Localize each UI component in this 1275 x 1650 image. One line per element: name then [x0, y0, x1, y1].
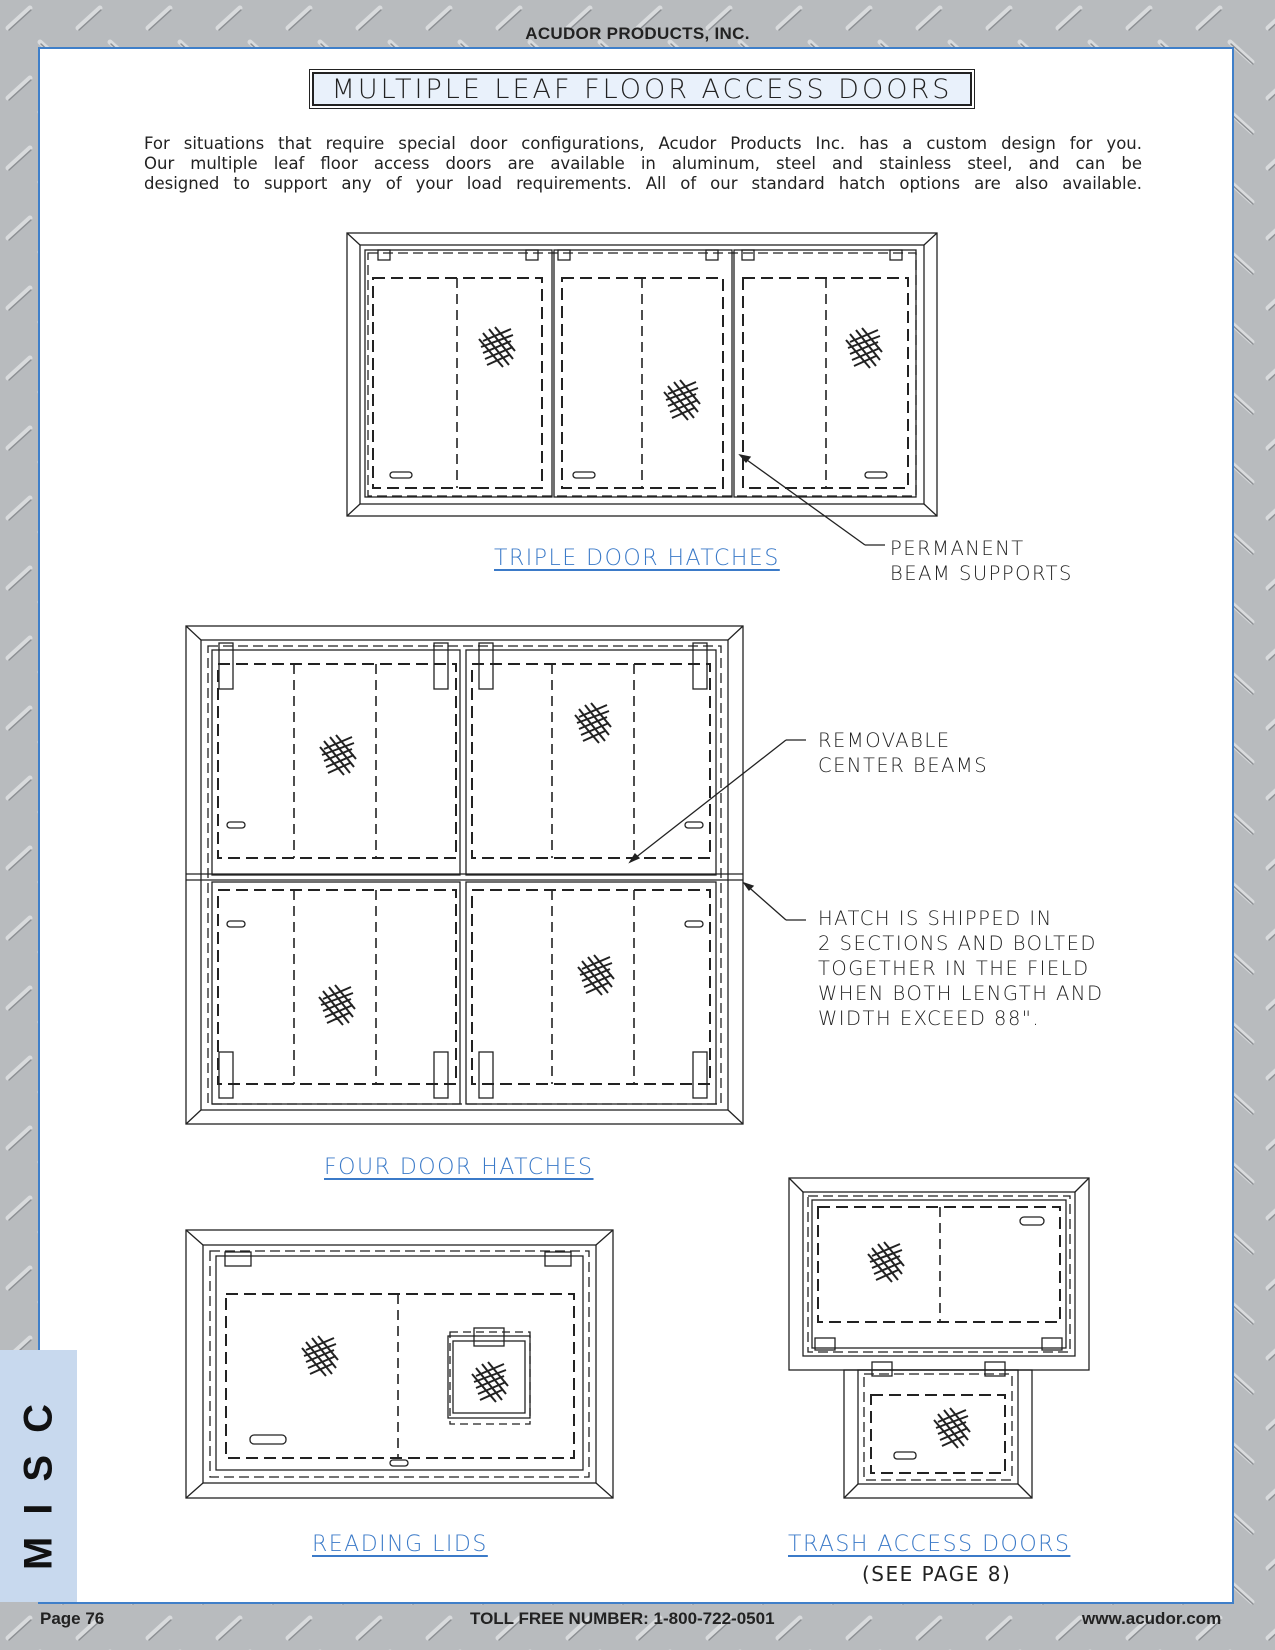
intro-line: designed to support any of your load req… [144, 174, 1142, 193]
intro-paragraph: For situations that require special door… [144, 134, 1142, 194]
intro-line: For situations that require special door… [144, 134, 1142, 153]
trash-access-drawing [788, 1177, 1090, 1499]
four-door-caption: FOUR DOOR HATCHES [324, 1155, 594, 1180]
reading-lids-drawing [185, 1229, 614, 1499]
page-title: MULTIPLE LEAF FLOOR ACCESS DOORS [309, 69, 975, 109]
website-link[interactable]: www.acudor.com [1082, 1609, 1222, 1628]
shipped-sections-callout: HATCH IS SHIPPED IN 2 SECTIONS AND BOLTE… [818, 906, 1104, 1031]
page-number: Page 76 [40, 1609, 105, 1628]
triple-door-drawing [346, 232, 938, 546]
beam-supports-callout: PERMANENT BEAM SUPPORTS [890, 536, 1073, 586]
toll-free-number: TOLL FREE NUMBER: 1-800-722-0501 [470, 1609, 775, 1628]
callout-line: REMOVABLE [818, 729, 951, 752]
callout-line: WIDTH EXCEED 88". [818, 1007, 1041, 1030]
trash-access-caption: TRASH ACCESS DOORS [788, 1532, 1071, 1557]
see-page-note: (SEE PAGE 8) [862, 1562, 1012, 1586]
callout-line: WHEN BOTH LENGTH AND [818, 982, 1104, 1005]
section-tab: MISC [0, 1350, 77, 1602]
triple-door-caption: TRIPLE DOOR HATCHES [494, 546, 780, 571]
section-tab-label: MISC [16, 1382, 60, 1570]
four-door-drawing [185, 625, 806, 1125]
callout-line: PERMANENT [890, 537, 1025, 560]
callout-line: CENTER BEAMS [818, 754, 989, 777]
reading-lids-caption: READING LIDS [312, 1532, 488, 1557]
center-beams-callout: REMOVABLE CENTER BEAMS [818, 728, 988, 778]
company-name: ACUDOR PRODUCTS, INC. [525, 24, 750, 43]
page-frame [38, 47, 1234, 1604]
callout-line: BEAM SUPPORTS [890, 562, 1073, 585]
intro-line: Our multiple leaf floor access doors are… [144, 154, 1142, 173]
callout-line: 2 SECTIONS AND BOLTED [818, 932, 1097, 955]
callout-line: HATCH IS SHIPPED IN [818, 907, 1053, 930]
callout-line: TOGETHER IN THE FIELD [818, 957, 1090, 980]
